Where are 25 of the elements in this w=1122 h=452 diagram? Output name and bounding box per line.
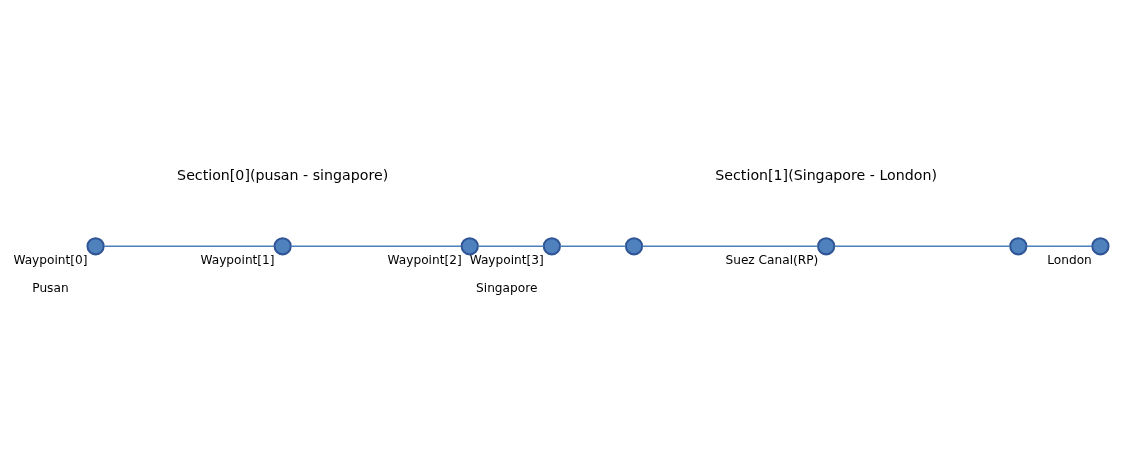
- node-circle: [624, 236, 644, 255]
- node-label: Waypoint[1]: [200, 252, 275, 267]
- node-circle: [542, 236, 561, 255]
- connector: [559, 245, 627, 247]
- node-circle: [86, 236, 105, 255]
- node-label: Singapore: [476, 280, 538, 294]
- connector: [641, 245, 819, 247]
- node-circle: [817, 236, 836, 255]
- label: Section[0](pusan - singapore): [177, 166, 389, 183]
- node-circle: [1009, 236, 1028, 255]
- connector: [477, 245, 545, 247]
- node-label: Waypoint[3]: [469, 252, 544, 267]
- node-label: Waypoint[2]: [387, 252, 462, 267]
- node-circle: [1091, 236, 1110, 255]
- node-label: Suez Canal(RP): [725, 252, 819, 267]
- node-label: Waypoint[0]: [13, 252, 88, 267]
- node-circle: [460, 236, 479, 255]
- label: Section[1](Singapore - London): [715, 166, 937, 183]
- connector: [1025, 245, 1093, 247]
- connector: [103, 245, 276, 247]
- node-circle: [273, 236, 292, 255]
- node-label: London: [1047, 252, 1092, 267]
- node-label: Pusan: [32, 280, 69, 294]
- connector: [290, 245, 463, 247]
- connector: [833, 245, 1011, 247]
